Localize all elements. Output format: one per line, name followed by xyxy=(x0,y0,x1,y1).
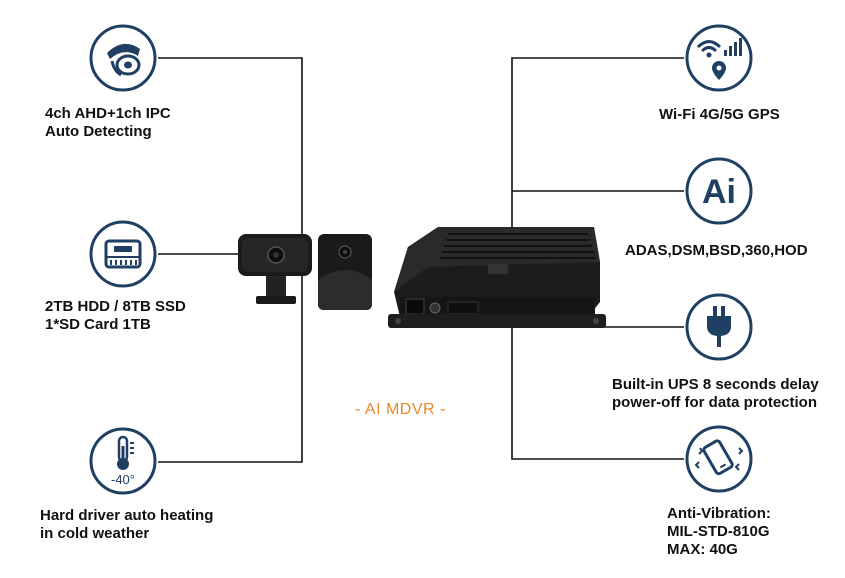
driver-monitor-camera xyxy=(318,234,372,310)
feature-line: Wi-Fi 4G/5G GPS xyxy=(659,106,780,123)
ai-badge: Ai xyxy=(702,173,736,211)
power-plug-icon xyxy=(685,293,753,361)
dashcam-device xyxy=(238,234,312,304)
feature-line: MIL-STD-810G xyxy=(667,523,770,540)
feature-line: Auto Detecting xyxy=(45,123,152,140)
ai-icon: Ai xyxy=(685,157,753,225)
feature-connectivity-text: Wi-Fi 4G/5G GPS xyxy=(659,106,780,124)
thermometer-icon: -40° xyxy=(89,427,157,495)
feature-line: ADAS,DSM,BSD,360,HOD xyxy=(625,242,808,259)
feature-line: power-off for data protection xyxy=(612,394,817,411)
hard-drive-icon xyxy=(89,220,157,288)
feature-ai-text: ADAS,DSM,BSD,360,HOD xyxy=(625,242,808,260)
feature-line: MAX: 40G xyxy=(667,541,738,558)
feature-camera-text: 4ch AHD+1ch IPC Auto Detecting xyxy=(45,105,171,141)
feature-heating-text: Hard driver auto heating in cold weather xyxy=(40,507,213,543)
vibration-phone-icon xyxy=(685,425,753,493)
feature-line: in cold weather xyxy=(40,525,150,542)
camera-icon xyxy=(89,24,157,92)
mdvr-unit-device xyxy=(388,227,606,328)
feature-line: 4ch AHD+1ch IPC xyxy=(45,105,171,122)
feature-storage-text: 2TB HDD / 8TB SSD 1*SD Card 1TB xyxy=(45,298,186,334)
temperature-badge: -40° xyxy=(111,472,135,487)
feature-line: Anti-Vibration: xyxy=(667,505,771,522)
wifi-gps-icon xyxy=(685,24,753,92)
feature-ups-text: Built-in UPS 8 seconds delay power-off f… xyxy=(612,376,819,412)
feature-line: 2TB HDD / 8TB SSD xyxy=(45,298,186,315)
feature-line: Built-in UPS 8 seconds delay xyxy=(612,376,819,393)
product-title: - AI MDVR - xyxy=(355,401,446,418)
feature-vibration-text: Anti-Vibration: MIL-STD-810G MAX: 40G xyxy=(667,505,771,559)
feature-line: Hard driver auto heating xyxy=(40,507,214,524)
feature-line: 1*SD Card 1TB xyxy=(45,316,151,333)
